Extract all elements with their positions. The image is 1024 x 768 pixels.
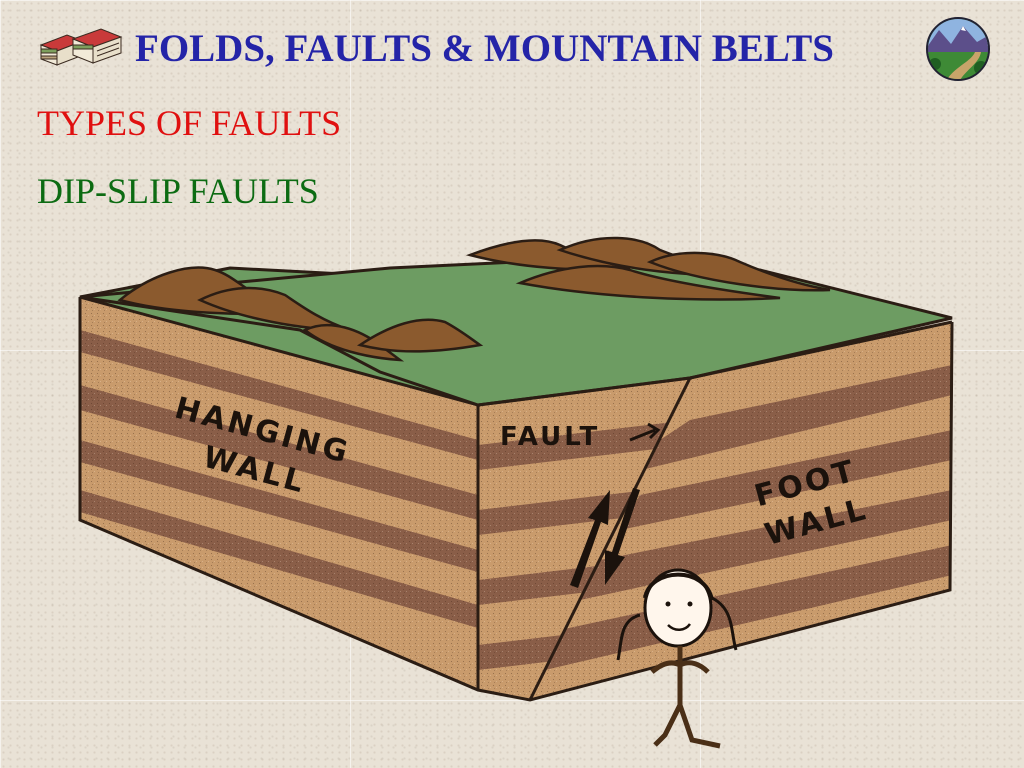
- hills: [117, 236, 831, 362]
- mountain-landscape-logo-icon: [926, 17, 990, 81]
- slip-arrow-up-icon: [570, 490, 610, 588]
- stick-figure-icon: [616, 568, 738, 749]
- slip-arrow-down-icon: [605, 488, 640, 585]
- rock-layers-logo-icon: [39, 28, 123, 66]
- block-outline: [78, 297, 954, 702]
- fault-label: FAULT: [500, 422, 600, 452]
- section-heading: DIP-SLIP FAULTS: [37, 171, 319, 211]
- slide-subtitle: TYPES OF FAULTS: [37, 103, 342, 143]
- fault-pointer-arrow-icon: [629, 422, 661, 442]
- slide-title: FOLDS, FAULTS & MOUNTAIN BELTS: [135, 27, 834, 70]
